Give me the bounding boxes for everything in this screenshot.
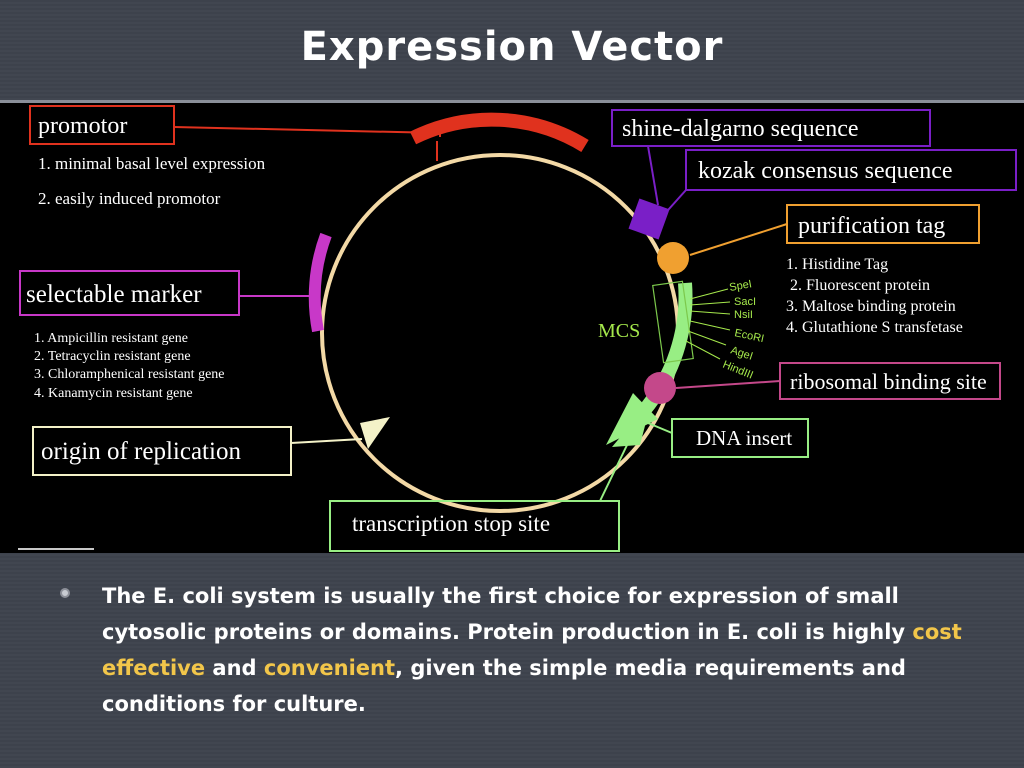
mcs-site-line (689, 301, 731, 306)
mcs-site-line (685, 340, 721, 360)
bullet-icon (60, 588, 70, 598)
mcs-site: NsiI (734, 309, 753, 321)
stop-arrow-head (606, 393, 658, 445)
dna-insert-box (671, 418, 809, 458)
body-text-part: , given the simple media requirements an… (102, 656, 906, 716)
rbs-label: ribosomal binding site (790, 369, 987, 394)
kozak-label: kozak consensus sequence (698, 158, 953, 184)
purification-item: 1. Histidine Tag (786, 256, 888, 273)
vector-diagram-panel: MCS SpeI SacI NsiI EcoRI AgeI HindIII pr… (0, 100, 1024, 553)
kozak-box (685, 149, 1017, 191)
mcs-site: SacI (734, 296, 756, 308)
promotor-label: promotor (38, 113, 127, 139)
stop-site-label: transcription stop site (352, 511, 550, 536)
selectable-marker-label: selectable marker (26, 281, 202, 308)
body-text-part: The E. coli system is usually the first … (102, 584, 913, 644)
highlight-cost-effective: cost effective (102, 620, 962, 680)
shine-dalgarno-box (611, 109, 931, 147)
marker-item: 3. Chloramphenical resistant gene (34, 367, 225, 382)
purification-tag-label: purification tag (798, 213, 945, 239)
slide-title: Expression Vector (300, 24, 724, 70)
rbs-connector (675, 380, 781, 389)
mcs-site: AgeI (729, 344, 754, 362)
highlight-convenient: convenient (263, 656, 396, 680)
mcs-site: SpeI (728, 278, 752, 294)
mcs-site-line (689, 320, 731, 331)
purification-item: 4. Glutathione S transfetase (786, 319, 963, 336)
shine-dalgarno-label: shine-dalgarno sequence (622, 116, 859, 142)
purification-item: 2. Fluorescent protein (790, 277, 930, 294)
marker-item: 1. Ampicillin resistant gene (34, 331, 188, 346)
ori-triangle (360, 417, 390, 449)
selectable-marker-box (19, 270, 240, 316)
stop-site-box (329, 500, 620, 552)
shine-dalgarno-connector (647, 145, 659, 206)
purification-tag-connector (689, 223, 788, 256)
body-text-part: and (205, 656, 264, 680)
mcs-site-line (689, 310, 731, 315)
promotor-segment (409, 112, 589, 152)
ori-box (32, 426, 292, 476)
ori-label: origin of replication (41, 438, 241, 465)
purification-tag-circle (657, 242, 689, 274)
promotor-box (29, 105, 175, 145)
promotor-item: 1. minimal basal level expression (38, 154, 266, 173)
vector-diagram: MCS SpeI SacI NsiI EcoRI AgeI HindIII pr… (19, 105, 1017, 552)
mcs-site-line (689, 288, 729, 300)
dna-insert-connector (647, 422, 673, 434)
purification-item: 3. Maltose binding protein (786, 298, 956, 315)
marker-item: 2. Tetracyclin resistant gene (34, 349, 191, 364)
ori-connector (290, 438, 363, 444)
body-text: The E. coli system is usually the first … (102, 578, 982, 722)
selectable-marker-segment (308, 232, 332, 333)
promotor-connector (173, 126, 441, 137)
marker-item: 4. Kanamycin resistant gene (34, 386, 193, 401)
stop-site-connector (599, 442, 629, 502)
mcs-label: MCS (598, 320, 640, 342)
divider (18, 548, 94, 550)
mcs-site-line (687, 330, 727, 346)
mcs-box (652, 280, 694, 364)
mcs-site-lines (685, 288, 731, 360)
shine-dalgarno-block (628, 198, 670, 240)
mcs-site: EcoRI (733, 327, 765, 345)
kozak-connector (659, 189, 687, 220)
promotor-item: 2. easily induced promotor (38, 189, 221, 208)
rbs-circle (644, 372, 676, 404)
dna-insert-label: DNA insert (696, 426, 792, 450)
